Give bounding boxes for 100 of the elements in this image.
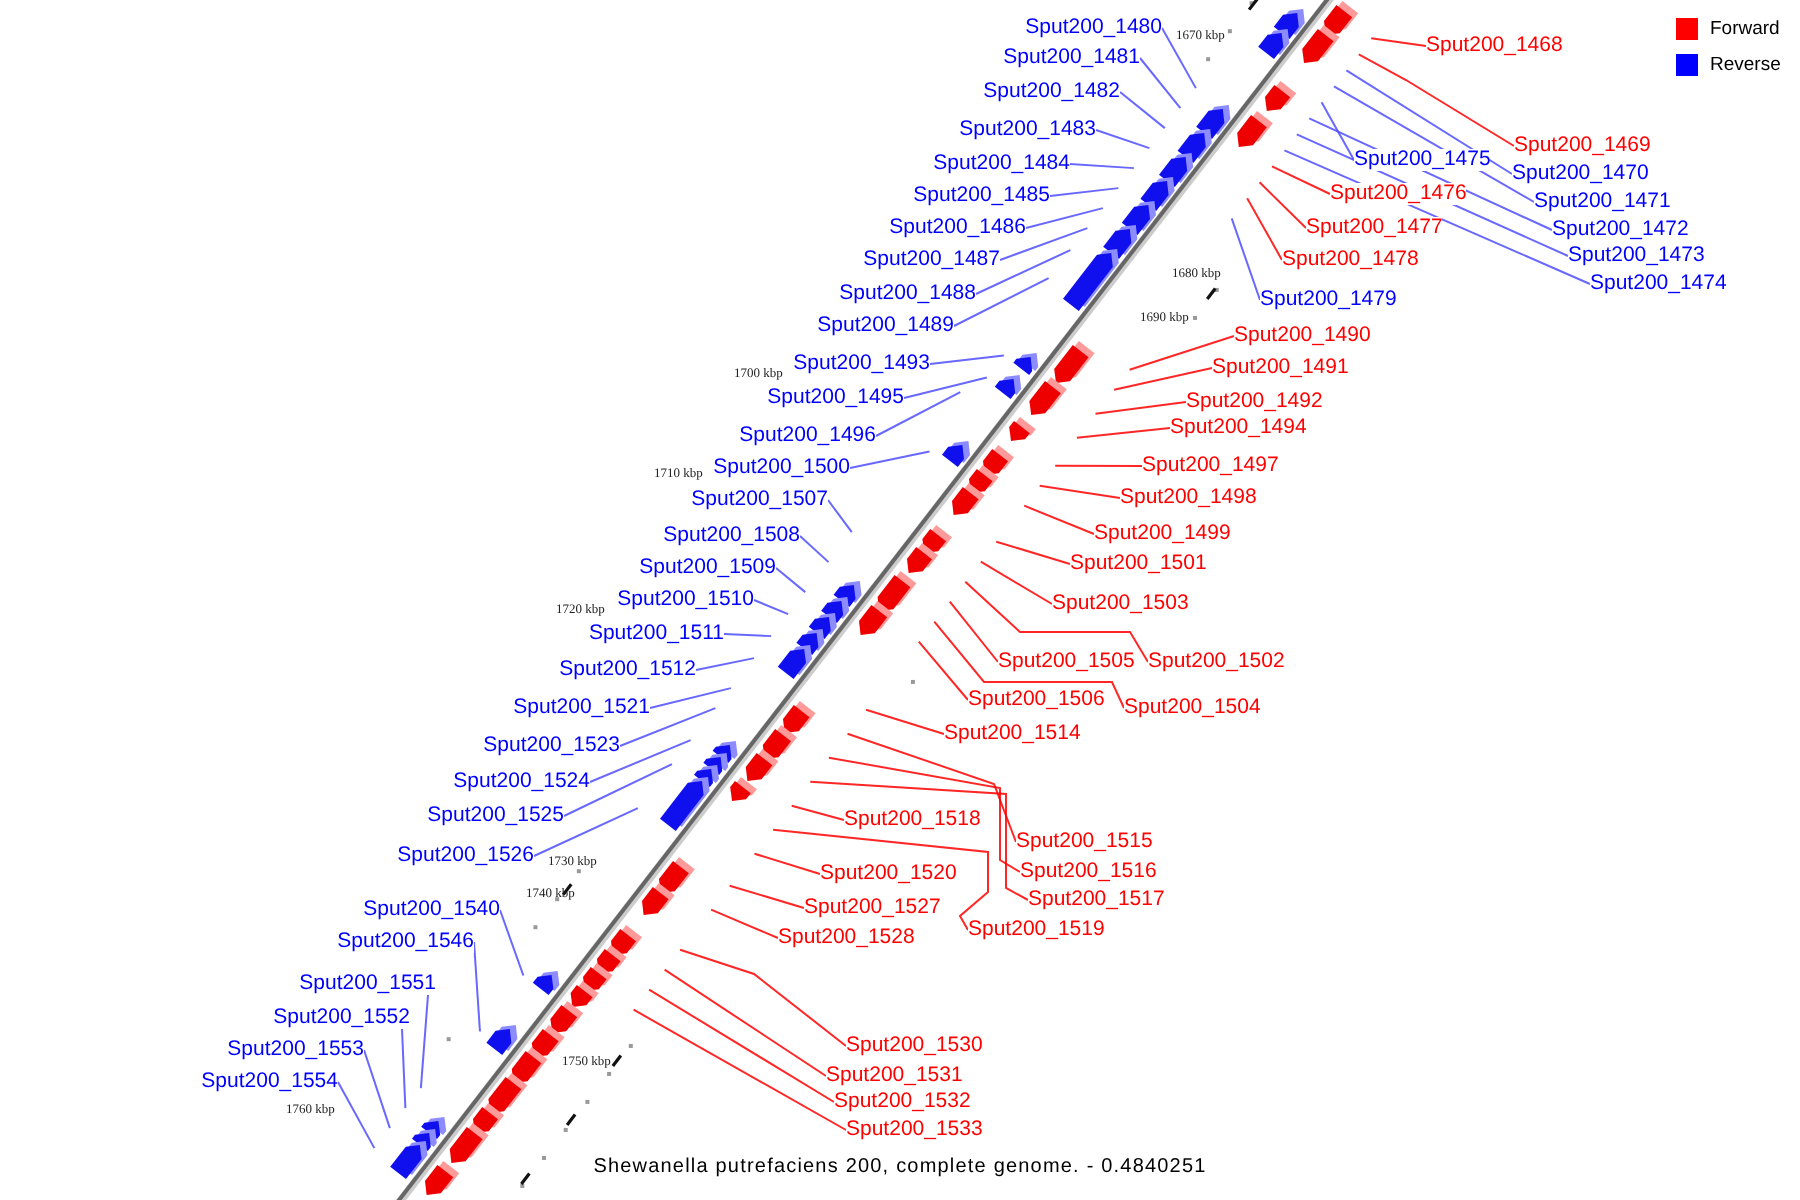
gene-label: Sput200_1487: [863, 249, 1000, 271]
gene-label: Sput200_1479: [1260, 289, 1397, 311]
gene-label: Sput200_1471: [1534, 191, 1671, 213]
gene-label: Sput200_1468: [1426, 35, 1563, 57]
gene-label: Sput200_1512: [559, 659, 696, 681]
gene-label: Sput200_1474: [1590, 273, 1727, 295]
legend-label: Forward: [1710, 18, 1780, 40]
leader-line: [809, 780, 1029, 901]
gene-label: Sput200_1481: [1003, 47, 1140, 69]
leader-line: [1113, 367, 1213, 391]
leader-line: [1054, 464, 1143, 467]
gene-label: Sput200_1483: [959, 119, 1096, 141]
legend-label: Reverse: [1710, 54, 1781, 76]
gene-label: Sput200_1491: [1212, 357, 1349, 379]
gene-label: Sput200_1516: [1020, 861, 1157, 883]
leader-line: [723, 633, 773, 638]
gene-label: Sput200_1528: [778, 927, 915, 949]
gene-label: Sput200_1531: [826, 1065, 963, 1087]
leader-line: [933, 620, 1125, 709]
leader-line: [1139, 57, 1182, 110]
gene-label: Sput200_1469: [1514, 135, 1651, 157]
gene-label: Sput200_1502: [1148, 651, 1285, 673]
gene-label: Sput200_1554: [201, 1071, 338, 1093]
leader-line: [499, 909, 525, 977]
leader-line: [728, 884, 805, 909]
gene-label: Sput200_1497: [1142, 455, 1279, 477]
leader-line: [1023, 504, 1095, 535]
gene-label: Sput200_1493: [793, 353, 930, 375]
gene-label: Sput200_1514: [944, 723, 1081, 745]
leader-line: [1320, 101, 1355, 161]
leader-line: [948, 600, 999, 663]
gene-label: Sput200_1520: [820, 863, 957, 885]
leader-line: [1049, 187, 1120, 197]
leader-line: [710, 908, 779, 939]
leader-line: [799, 535, 830, 564]
leader-line: [533, 807, 639, 857]
gene-label: Sput200_1478: [1282, 249, 1419, 271]
leader-line: [1025, 207, 1104, 229]
leader-line: [846, 732, 1017, 843]
gene-label: Sput200_1504: [1124, 697, 1261, 719]
leader-line: [995, 540, 1071, 565]
gene-label: Sput200_1495: [767, 387, 904, 409]
gene-label: Sput200_1494: [1170, 417, 1307, 439]
leader-line: [679, 948, 847, 1047]
leader-line: [649, 687, 732, 709]
leader-line: [964, 580, 1149, 663]
leader-line: [753, 599, 790, 616]
gene-label: Sput200_1553: [227, 1039, 364, 1061]
gene-label: Sput200_1509: [639, 557, 776, 579]
leader-line: [1075, 427, 1171, 439]
leader-line: [772, 828, 989, 931]
leader-line: [401, 1028, 407, 1110]
leader-line: [632, 1008, 847, 1131]
leader-line: [619, 707, 717, 747]
gene-label: Sput200_1485: [913, 185, 1050, 207]
gene-label: Sput200_1484: [933, 153, 1070, 175]
gene-label: Sput200_1521: [513, 697, 650, 719]
gene-label: Sput200_1523: [483, 735, 620, 757]
gene-label: Sput200_1551: [299, 973, 436, 995]
leader-line: [1119, 91, 1166, 130]
gene-label: Sput200_1540: [363, 899, 500, 921]
leader-line: [1069, 163, 1135, 170]
leader-line: [1345, 69, 1513, 175]
gene-label: Sput200_1501: [1070, 553, 1207, 575]
leader-line: [775, 567, 807, 594]
gene-label: Sput200_1508: [663, 525, 800, 547]
leader-line: [1271, 165, 1331, 195]
leader-line: [929, 354, 1005, 365]
leader-line: [563, 763, 673, 817]
leader-line: [1258, 181, 1307, 229]
leader-line: [1094, 401, 1187, 415]
gene-label: Sput200_1530: [846, 1035, 983, 1057]
gene-label: Sput200_1498: [1120, 487, 1257, 509]
leader-line: [1128, 335, 1235, 371]
gene-label: Sput200_1492: [1186, 391, 1323, 413]
leader-line: [1095, 129, 1151, 150]
leader-line: [953, 277, 1050, 327]
leader-line: [975, 249, 1072, 295]
gene-label: Sput200_1526: [397, 845, 534, 867]
gene-label: Sput200_1518: [844, 809, 981, 831]
leader-line: [363, 1049, 391, 1130]
gene-label: Sput200_1552: [273, 1007, 410, 1029]
leader-line: [1230, 217, 1261, 301]
gene-label: Sput200_1499: [1094, 523, 1231, 545]
gene-label: Sput200_1532: [834, 1091, 971, 1113]
leader-line: [648, 988, 835, 1103]
gene-label: Sput200_1486: [889, 217, 1026, 239]
gene-label: Sput200_1470: [1512, 163, 1649, 185]
gene-label: Sput200_1500: [713, 457, 850, 479]
gene-label: Sput200_1476: [1330, 183, 1467, 205]
leader-line: [917, 640, 969, 701]
gene-label: Sput200_1519: [968, 919, 1105, 941]
gene-label: Sput200_1489: [817, 315, 954, 337]
gene-label: Sput200_1507: [691, 489, 828, 511]
gene-label: Sput200_1488: [839, 283, 976, 305]
leader-line: [827, 499, 853, 534]
leader-line: [1246, 197, 1283, 261]
gene-label: Sput200_1480: [1025, 17, 1162, 39]
leader-line: [419, 994, 429, 1090]
leader-line: [790, 804, 845, 821]
